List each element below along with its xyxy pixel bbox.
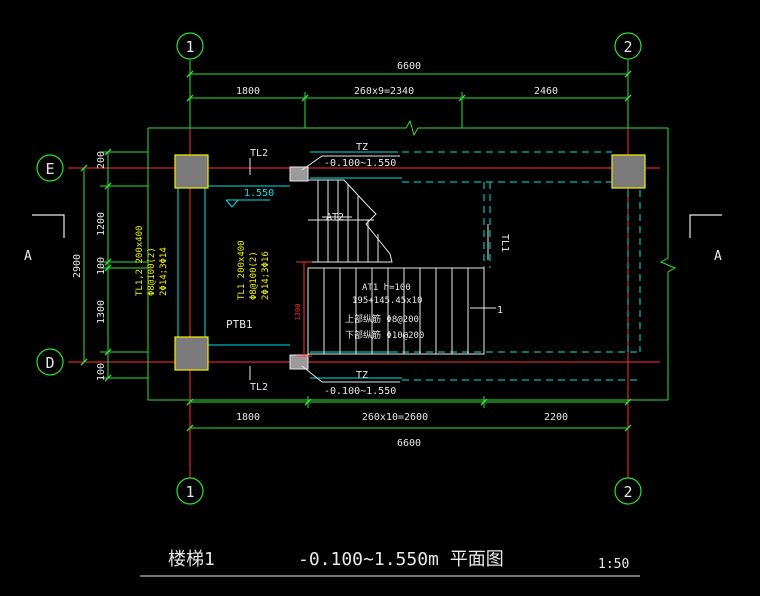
label-tl2-top: TL2 (250, 148, 268, 159)
label-tz-bottom-level: -0.100~1.550 (324, 386, 396, 397)
label-at1-3: 上部纵筋 Φ8@200 (345, 313, 419, 325)
dimension-ticks (80, 70, 632, 432)
axis-label-2-top: 2 (623, 38, 632, 56)
column-tz-top (289, 166, 309, 182)
axis-label-1-top: 1 (185, 38, 194, 56)
dim-left-seg-5: 100 (96, 363, 107, 381)
dim-top-seg-3: 2460 (534, 86, 558, 97)
beam-outlines (177, 151, 402, 379)
callout-tl1-1: TL1 200x400 (237, 240, 247, 300)
callout-tl12-2: Φ8@100(2) (147, 247, 157, 296)
leaders (249, 155, 489, 383)
label-tz-top: TZ (356, 142, 368, 153)
column-d1 (174, 336, 209, 371)
axis-label-d: D (45, 354, 54, 372)
outer-boundary (147, 119, 677, 401)
dimension-text-vertical: 2900 200 1200 100 1300 100 (72, 151, 107, 381)
axis-bubble-e (36, 154, 64, 182)
stair-at1 (307, 267, 485, 355)
axis-labels: 1 2 1 2 E D (45, 38, 632, 501)
dim-left-seg-1: 200 (96, 151, 107, 169)
beam-callouts: TL1 200x400 Φ8@100(2) 2Φ14;3Φ16 TL1,2 20… (135, 226, 271, 300)
label-at1-1: AT1 h=100 (362, 283, 411, 293)
cut-label: 1 (497, 305, 503, 316)
axis-label-1-bottom: 1 (185, 483, 194, 501)
label-tz-bottom: TZ (356, 370, 368, 381)
axis-bubble-2-bottom (614, 477, 642, 505)
columns (174, 154, 646, 371)
axis-bubble-1-bottom (176, 477, 204, 505)
dim-top-seg-2: 260x9=2340 (354, 86, 414, 97)
axis-label-2-bottom: 2 (623, 483, 632, 501)
callout-tl1-2: Φ8@100(2) (249, 251, 259, 300)
dim-bottom-seg-2: 260x10=2600 (362, 412, 428, 423)
walk-line (296, 261, 312, 357)
small-columns (289, 166, 309, 370)
dim-left-total: 2900 (72, 254, 83, 278)
dim-top-total: 6600 (397, 61, 421, 72)
column-e2 (611, 154, 646, 189)
title-range: -0.100~1.550m 平面图 (298, 549, 504, 570)
level-mark-label: 1.550 (244, 188, 274, 199)
axis-label-e: E (45, 160, 54, 178)
label-at2: AT2 (326, 212, 344, 223)
label-tz-top-level: -0.100~1.550 (324, 158, 396, 169)
axis-lines (68, 60, 660, 478)
dim-left-seg-3: 100 (96, 257, 107, 275)
dim-red: 1300 (294, 304, 302, 321)
dim-bottom-total: 6600 (397, 438, 421, 449)
stair-at2 (308, 179, 393, 263)
column-e1 (174, 154, 209, 189)
dashed-beams (402, 151, 641, 381)
dim-left-seg-2: 1200 (96, 212, 107, 236)
dimension-text: 6600 1800 260x9=2340 2460 1800 260x10=26… (236, 61, 568, 449)
label-tl1-right: TL1 (499, 234, 510, 252)
axis-bubble-2-top (614, 32, 642, 60)
label-at1-4: 下部纵筋 Φ10@200 (345, 329, 424, 341)
dim-bottom-seg-3: 2200 (544, 412, 568, 423)
title-scale: 1:50 (598, 557, 629, 572)
drawing-labels: TL2 TZ -0.100~1.550 AT2 TL1 AT1 h=100 19… (226, 142, 510, 397)
axis-bubble-1-top (176, 32, 204, 60)
title-block: 楼梯1 -0.100~1.550m 平面图 1:50 (140, 549, 640, 577)
callout-tl12-1: TL1,2 200x400 (135, 226, 145, 296)
dim-left-seg-4: 1300 (96, 300, 107, 324)
title-name: 楼梯1 (168, 549, 215, 570)
callout-tl12-3: 2Φ14;3Φ14 (159, 247, 169, 296)
dim-bottom-seg-1: 1800 (236, 412, 260, 423)
dim-top-seg-1: 1800 (236, 86, 260, 97)
section-label-right: A (714, 249, 722, 264)
label-tl2-bottom: TL2 (250, 382, 268, 393)
label-at1-2: 195+145.45x10 (352, 296, 422, 306)
level-mark (225, 199, 270, 208)
section-label-left: A (24, 249, 32, 264)
section-cut: 1 (470, 305, 503, 316)
column-tz-bottom (289, 354, 309, 370)
callout-tl1-3: 2Φ14;3Φ16 (261, 251, 271, 300)
section-marks (32, 214, 722, 238)
axis-bubble-d (36, 348, 64, 376)
axis-bubbles (36, 32, 642, 505)
label-ptb1: PTB1 (226, 318, 253, 331)
